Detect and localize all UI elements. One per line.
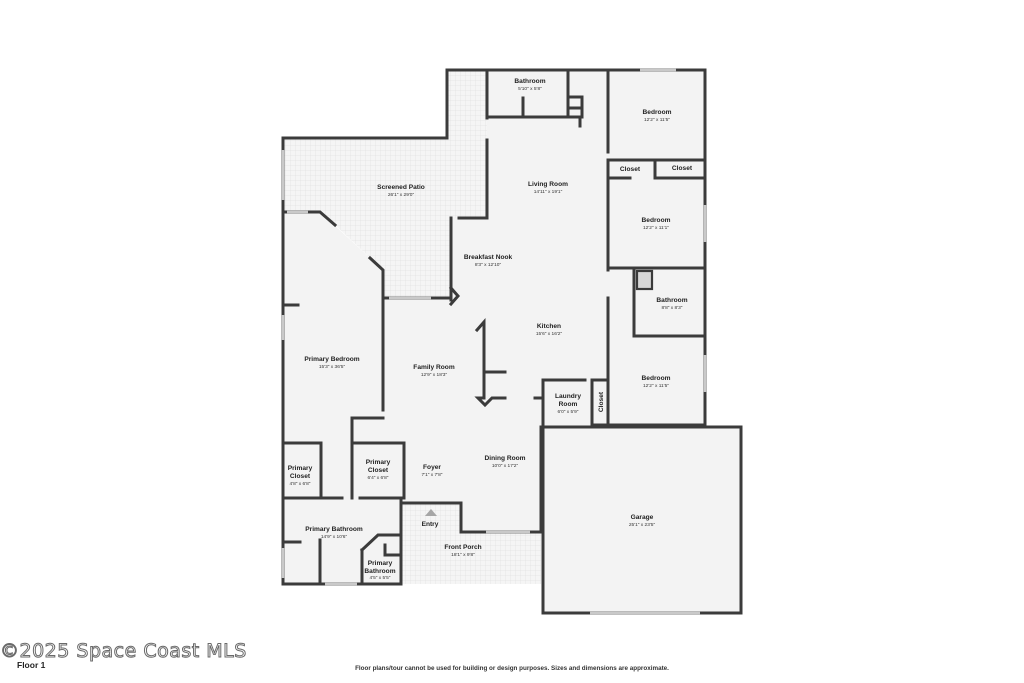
primary-closet-1-label-2: Closet (290, 473, 311, 480)
garage-floor (543, 427, 741, 613)
family-room-label: Family Room (413, 364, 455, 371)
entry-label: Entry (422, 521, 439, 528)
living-room-dims: 14'11" x 19'1" (534, 189, 563, 195)
bedroom-2-dims: 12'2" x 11'1" (643, 225, 669, 231)
bathroom-top-label: Bathroom (514, 78, 545, 85)
copyright-watermark: ©2025 Space Coast MLS (0, 640, 247, 663)
bedroom-1-label: Bedroom (643, 109, 672, 116)
interior-walls (281, 68, 707, 586)
patio-floor (283, 70, 487, 298)
room-labels: Bathroom 5'10" x 5'8" Bedroom 12'2" x 11… (288, 78, 693, 581)
entry-arrow-icon (425, 509, 437, 516)
primary-bedroom-label: Primary Bedroom (304, 356, 359, 363)
primary-closet-1-dims: 4'8" x 6'8" (290, 481, 311, 487)
dining-room-label: Dining Room (484, 455, 525, 462)
laundry-dims: 6'0" x 5'9" (558, 409, 579, 415)
laundry-label-1: Laundry (555, 393, 581, 400)
bathroom-2-dims: 8'8" x 8'3" (662, 305, 683, 311)
garage-label: Garage (631, 514, 654, 521)
windows (281, 68, 707, 615)
closet-b-label: Closet (672, 165, 693, 172)
garage-dims: 25'1" x 23'5" (629, 522, 656, 528)
screened-patio-dims: 26'1" x 29'0" (388, 192, 415, 198)
front-porch-dims: 18'1" x 9'8" (451, 552, 475, 558)
primary-bedroom-dims: 15'3" x 36'5" (319, 364, 346, 370)
bathroom-2-label: Bathroom (656, 297, 687, 304)
bedroom-1-dims: 12'2" x 11'5" (644, 117, 670, 123)
closet-c-label: Closet (598, 391, 605, 412)
primary-bathroom-2-label-2: Bathroom (364, 568, 395, 575)
living-room-label: Living Room (528, 181, 568, 188)
chimney-box (635, 269, 654, 291)
dining-room-dims: 10'0" x 17'2" (492, 463, 519, 469)
breakfast-nook-dims: 8'3" x 12'10" (475, 262, 502, 268)
breakfast-nook-label: Breakfast Nook (464, 254, 513, 261)
family-room-dims: 12'9" x 18'3" (421, 372, 448, 378)
bedroom-3-label: Bedroom (642, 375, 671, 382)
porch-floor (401, 503, 541, 584)
screened-patio-label: Screened Patio (377, 184, 425, 191)
exterior-walls (281, 68, 743, 615)
foyer-dims: 7'1" x 7'8" (422, 472, 443, 478)
bathroom-top-dims: 5'10" x 5'8" (518, 86, 542, 92)
primary-closet-1-label-1: Primary (288, 465, 313, 472)
closet-a-label: Closet (620, 166, 641, 173)
kitchen-label: Kitchen (537, 323, 561, 330)
bedroom-3-dims: 12'2" x 11'5" (643, 383, 669, 389)
primary-bathroom-2-dims: 4'5" x 5'5" (370, 575, 391, 581)
laundry-label-2: Room (559, 401, 578, 408)
floor-label: Floor 1 (17, 660, 46, 670)
primary-closet-2-label-2: Closet (368, 467, 389, 474)
bedroom-2-label: Bedroom (642, 217, 671, 224)
primary-bathroom-dims: 14'9" x 10'6" (321, 534, 348, 540)
primary-bathroom-label: Primary Bathroom (305, 526, 363, 533)
primary-closet-2-label-1: Primary (366, 459, 391, 466)
primary-closet-2-dims: 6'4" x 6'8" (368, 475, 389, 481)
disclaimer-text: Floor plans/tour cannot be used for buil… (355, 665, 669, 672)
front-porch-label: Front Porch (444, 544, 481, 551)
primary-bathroom-2-label-1: Primary (368, 560, 393, 567)
interior-floor (283, 70, 705, 584)
kitchen-dims: 15'6" x 16'2" (536, 331, 563, 337)
foyer-label: Foyer (423, 464, 441, 471)
